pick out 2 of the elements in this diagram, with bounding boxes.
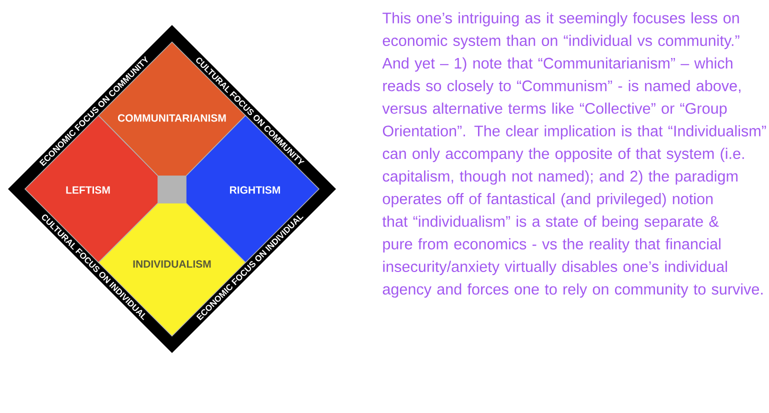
center-square [158, 176, 186, 204]
commentary-paragraph: This one’s intriguing as it seemingly focuses less on economic system than on “individual vs community.” And yet – 1) note that “Communitarianism” – which reads so closely to “Communism” - is named above, versus alternative terms like “Collective” or “Group Orientation”. The clear implication is that “Individualism” can only accompany the opposite of that system (i.e. capitalism, though not named); and 2) the paradigm operates off of fantastical (and privileged) notion that “individualism” is a state of being separate & pure from economics - vs the reality that financial insecurity/anxiety virtually disables one’s individual agency and forces one to rely on community to survive. [382, 12, 766, 298]
